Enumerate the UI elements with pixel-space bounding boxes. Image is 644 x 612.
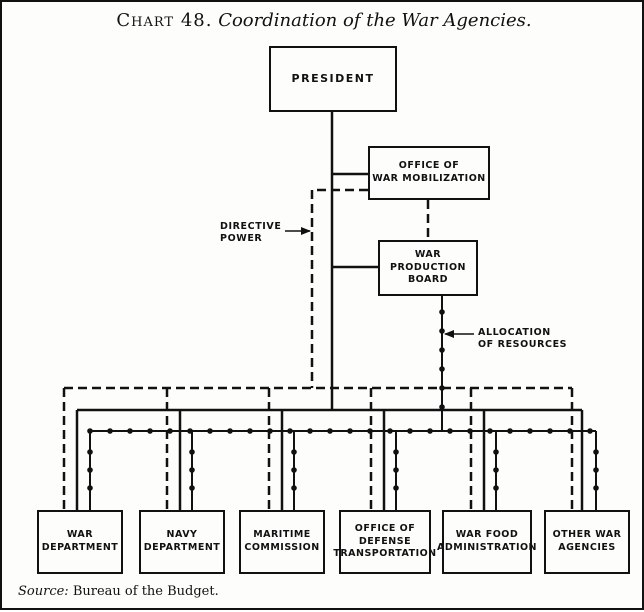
- allocation-dot: [287, 428, 293, 434]
- chart-title: Chart 48. Coordination of the War Agenci…: [2, 10, 644, 31]
- agency-box-war-department: WAR DEPARTMENT: [37, 510, 123, 574]
- allocation-dot: [593, 485, 599, 491]
- allocation-dot: [547, 428, 553, 434]
- allocation-dot: [107, 428, 113, 434]
- allocation-dot: [587, 428, 593, 434]
- source-note: Source: Bureau of the Budget.: [18, 584, 219, 599]
- allocation-dot: [227, 428, 233, 434]
- allocation-dot: [527, 428, 533, 434]
- allocation-dot: [387, 428, 393, 434]
- allocation-dot: [493, 467, 499, 473]
- allocation-of-resources-label: ALLOCATION OF RESOURCES: [478, 327, 568, 350]
- allocation-dot: [393, 449, 399, 455]
- allocation-dot: [291, 467, 297, 473]
- allocation-dots: [87, 309, 599, 491]
- allocation-dot: [187, 428, 193, 434]
- agency-box-other-war-agencies: OTHER WAR AGENCIES: [544, 510, 630, 574]
- allocation-dot: [307, 428, 313, 434]
- allocation-dot: [367, 428, 373, 434]
- allocation-dot: [507, 428, 513, 434]
- allocation-dot: [127, 428, 133, 434]
- allocation-dot: [291, 485, 297, 491]
- solid-authority-lines: [75, 112, 584, 510]
- allocation-dot: [593, 449, 599, 455]
- directive-power-label: DIRECTIVE POWER: [220, 221, 282, 244]
- allocation-dot: [439, 328, 445, 334]
- allocation-dot: [189, 449, 195, 455]
- allocation-dot: [247, 428, 253, 434]
- allocation-dot: [593, 467, 599, 473]
- allocation-dot: [493, 485, 499, 491]
- allocation-dot: [439, 309, 445, 315]
- war-production-board-box: WAR PRODUCTION BOARD: [378, 240, 478, 296]
- allocation-dot: [439, 347, 445, 353]
- allocation-dot: [393, 467, 399, 473]
- allocation-dot: [347, 428, 353, 434]
- allocation-dot: [87, 449, 93, 455]
- source-text: Bureau of the Budget.: [72, 584, 219, 599]
- allocation-dot: [447, 428, 453, 434]
- agency-box-navy-department: NAVY DEPARTMENT: [139, 510, 225, 574]
- allocation-dot: [427, 428, 433, 434]
- allocation-dot: [267, 428, 273, 434]
- allocation-dot: [189, 467, 195, 473]
- allocation-dot: [87, 485, 93, 491]
- chart-number: Chart 48.: [116, 10, 213, 31]
- chart-title-text: Coordination of the War Agencies.: [218, 10, 532, 31]
- allocation-dot: [439, 404, 445, 410]
- allocation-dot: [87, 467, 93, 473]
- office-of-war-mobilization-box: OFFICE OF WAR MOBILIZATION: [368, 146, 490, 200]
- allocation-dot: [393, 485, 399, 491]
- allocation-dot: [567, 428, 573, 434]
- president-box: PRESIDENT: [269, 46, 397, 112]
- allocation-dot: [327, 428, 333, 434]
- agency-box-war-food-administration: WAR FOOD ADMINISTRATION: [437, 510, 537, 574]
- allocation-dot: [147, 428, 153, 434]
- source-prefix: Source:: [18, 584, 69, 599]
- allocation-dot: [291, 449, 297, 455]
- allocation-dot: [189, 485, 195, 491]
- dashed-directive-lines: [62, 188, 574, 510]
- agency-box-maritime-commission: MARITIME COMMISSION: [239, 510, 325, 574]
- allocation-dot: [467, 428, 473, 434]
- agency-box-office-of-defense-transportation: OFFICE OF DEFENSE TRANSPORTATION: [333, 510, 436, 574]
- allocation-dot: [407, 428, 413, 434]
- allocation-dot: [167, 428, 173, 434]
- allocation-dot: [487, 428, 493, 434]
- allocation-dot: [207, 428, 213, 434]
- allocation-dot: [439, 385, 445, 391]
- allocation-dot: [87, 428, 93, 434]
- allocation-dot: [493, 449, 499, 455]
- allocation-dot: [439, 366, 445, 372]
